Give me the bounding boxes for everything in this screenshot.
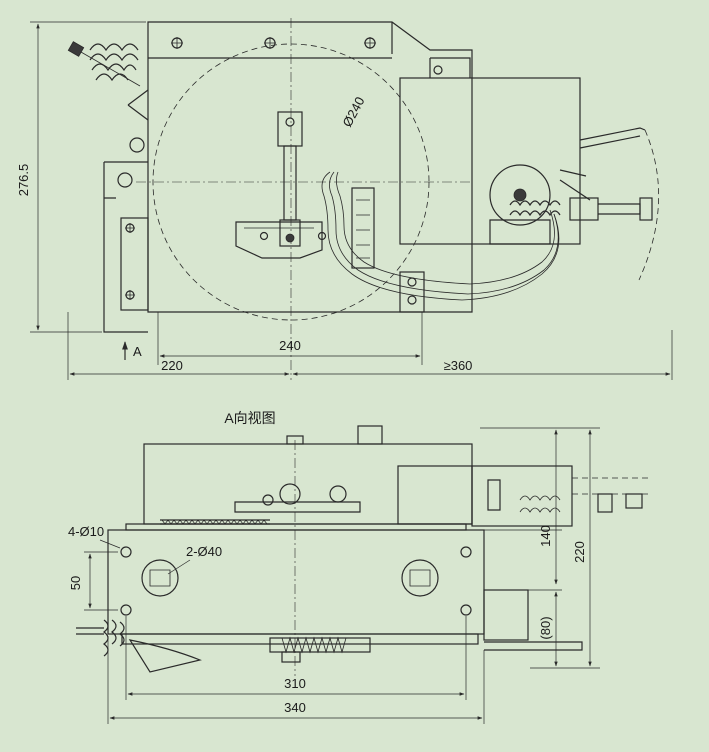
- dim-total-width: 340: [284, 700, 306, 715]
- side-view: [76, 425, 648, 676]
- top-dimensions: 276.5 Ø240 240 220 ≥360 A: [16, 21, 673, 380]
- dim-holes: 4-Ø10: [68, 524, 104, 539]
- dim-right-clearance: ≥360: [444, 358, 473, 373]
- dim-left-width: 220: [161, 358, 183, 373]
- dim-height: 276.5: [16, 164, 31, 197]
- motor-housing: [399, 57, 660, 313]
- linkage-rod: [277, 111, 303, 247]
- side-dimensions: 4-Ø10 2-Ø40 50 140 220 (80) 310 340: [68, 427, 600, 724]
- mounting-slots: [141, 559, 439, 597]
- dim-inner-height: 140: [538, 525, 553, 547]
- dim-lower-height: (80): [538, 616, 553, 639]
- right-mechanism: [489, 164, 653, 245]
- spring-assembly: [67, 41, 141, 87]
- dim-slots: 2-Ø40: [186, 544, 222, 559]
- dim-center-width: 240: [279, 338, 301, 353]
- dim-total-height: 220: [572, 541, 587, 563]
- mounting-holes: [120, 546, 472, 616]
- side-view-title: A向视图: [224, 410, 275, 426]
- screw-heads: [125, 37, 376, 300]
- dim-left-height: 50: [68, 576, 83, 590]
- wiring: [321, 171, 560, 301]
- dim-inner-width: 310: [284, 676, 306, 691]
- top-view: [67, 18, 660, 380]
- view-arrow-label: A: [133, 344, 142, 359]
- dim-circle-diameter: Ø240: [339, 94, 367, 129]
- terminal-strip: [351, 187, 375, 269]
